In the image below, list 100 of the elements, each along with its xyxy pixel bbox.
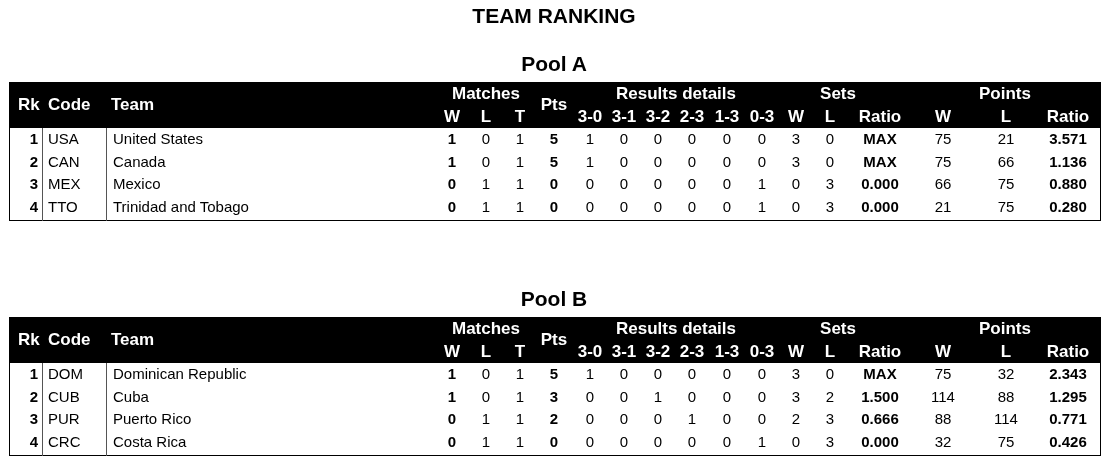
team-code: DOM [48,365,83,383]
team-name: Canada [113,152,166,171]
stat-value: 1 [515,433,525,452]
column-header: 3-1 [611,343,637,361]
column-header: Matches [452,85,520,103]
page-title: TEAM RANKING [472,5,636,27]
column-header: Results details [616,85,736,103]
pool-heading: Pool A [521,53,587,75]
stat-value: 88 [997,387,1015,406]
column-header: 3-1 [611,108,637,126]
stat-value: 0 [481,152,491,171]
stat-value: 3 [791,130,801,148]
stat-value: MAX [863,365,897,383]
column-header: 0-3 [749,108,775,126]
column-header: Ratio [858,343,902,361]
stat-value: 0.280 [1049,198,1087,217]
stat-value: 3.571 [1049,130,1087,148]
stat-value: 1 [447,130,457,148]
stat-value: 0 [619,365,629,383]
stat-value: 32 [934,433,952,452]
rank: 1 [29,130,38,148]
stat-value: 0 [619,152,629,171]
stat-value: 0 [722,152,732,171]
stat-value: 0 [619,433,629,452]
column-header: W [788,108,804,126]
column-header: W [444,343,460,361]
column-header: 3-0 [577,343,603,361]
stat-value: MAX [863,152,897,171]
stat-value: 0 [757,410,767,429]
stat-value: 0 [585,387,595,406]
column-header: L [1000,343,1012,361]
stat-value: 0 [825,152,835,171]
stat-value: 3 [825,410,835,429]
stat-value: MAX [863,130,897,148]
column-header: 1-3 [714,343,740,361]
team-name: Puerto Rico [113,410,192,429]
stat-value: 0 [549,198,559,217]
stat-value: 0.000 [861,433,899,452]
column-header: Results details [616,320,736,338]
stat-value: 1.136 [1049,152,1087,171]
stat-value: 0 [447,410,457,429]
stat-value: 1 [757,198,767,217]
stat-value: 0 [722,433,732,452]
stat-value: 1 [515,175,525,194]
column-header: Points [979,85,1031,103]
team-code: MEX [48,175,81,194]
stat-value: 21 [934,198,952,217]
column-header: 0-3 [749,343,775,361]
team-code: CAN [48,152,80,171]
pool-heading: Pool B [520,288,588,310]
stat-value: 1 [515,152,525,171]
stat-value: 1.500 [861,387,899,406]
stat-value: 0 [722,130,732,148]
stat-value: 75 [934,365,952,383]
stat-value: 1 [687,410,697,429]
stat-value: 0 [687,365,697,383]
stat-value: 2 [791,410,801,429]
column-header: L [824,343,836,361]
stat-value: 0 [585,410,595,429]
stat-value: 0 [757,152,767,171]
column-header: T [514,343,526,361]
stat-value: 1 [515,365,525,383]
team-code: CUB [48,387,80,406]
stat-value: 0 [619,198,629,217]
stat-value: 3 [549,387,559,406]
stat-value: 0 [687,175,697,194]
stat-value: 0 [481,365,491,383]
stat-value: 2 [549,410,559,429]
stat-value: 0 [447,175,457,194]
stat-value: 32 [997,365,1015,383]
column-header: Ratio [1046,108,1090,126]
stat-value: 5 [549,152,559,171]
stat-value: 1 [481,433,491,452]
stat-value: 1 [447,152,457,171]
stat-value: 75 [934,152,952,171]
column-header: Ratio [858,108,902,126]
stat-value: 1 [481,198,491,217]
rank: 2 [29,152,38,171]
stat-value: 75 [997,198,1015,217]
stat-value: 0 [619,410,629,429]
stat-value: 0 [722,365,732,383]
column-header: W [935,108,951,126]
stat-value: 0.880 [1049,175,1087,194]
stat-value: 0 [687,198,697,217]
column-header: Pts [540,96,568,114]
stat-value: 1 [585,130,595,148]
column-header: Points [979,320,1031,338]
rank: 3 [29,410,38,429]
rank: 1 [29,365,38,383]
stat-value: 0 [653,198,663,217]
column-header: Matches [452,320,520,338]
stat-value: 0 [825,130,835,148]
column-header: 2-3 [679,343,705,361]
column-header: Team [111,331,155,349]
stat-value: 75 [997,175,1015,194]
team-code: CRC [48,433,81,452]
stat-value: 0 [481,130,491,148]
rank: 4 [29,198,38,217]
column-header: 3-0 [577,108,603,126]
stat-value: 75 [934,130,952,148]
